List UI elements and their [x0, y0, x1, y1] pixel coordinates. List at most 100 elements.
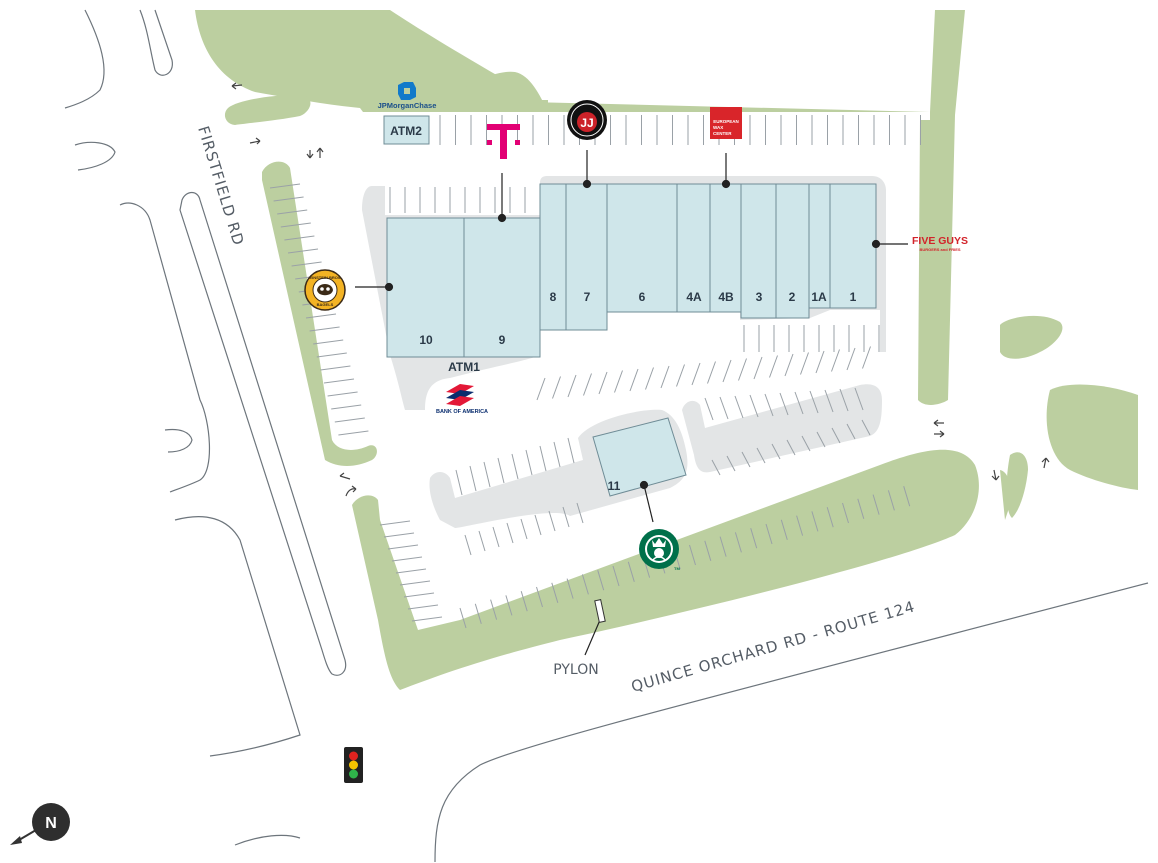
- ewc-text-3: CENTER: [713, 131, 732, 136]
- parking-stall-line: [816, 431, 826, 448]
- parking-stall-line: [831, 427, 841, 444]
- north-label: N: [45, 815, 57, 832]
- five-guys-subtext: BURGERS and FRIES: [919, 247, 960, 252]
- parking-stall-line: [824, 389, 834, 413]
- parking-stall-line: [497, 457, 505, 484]
- parking-stall-line: [704, 397, 714, 421]
- parking-stall-line: [551, 582, 559, 603]
- parking-stall-line: [536, 377, 546, 401]
- parking-stall-line: [734, 532, 742, 553]
- parking-stall-line: [627, 561, 635, 582]
- parking-stall-line: [520, 518, 528, 540]
- parking-stall-line: [614, 370, 623, 393]
- parking-stall-line: [765, 523, 773, 545]
- unit-4a: [676, 183, 711, 313]
- chase-logo-icon: [398, 82, 416, 100]
- parking-stall-line: [711, 459, 721, 476]
- buildings: [383, 115, 877, 497]
- parking-stall-line: [750, 528, 758, 549]
- unit-4b: [709, 183, 742, 313]
- parking-stall-line: [660, 365, 670, 389]
- parking-stall-line: [796, 515, 804, 536]
- parking-stall-line: [566, 578, 574, 599]
- parking-stall-line: [403, 592, 435, 598]
- unit-1a-label: 1A: [811, 290, 827, 304]
- unit-4a-label: 4A: [686, 290, 702, 304]
- parking-stall-line: [872, 494, 880, 515]
- arrow-right-icon: [934, 430, 945, 438]
- parking-stall-line: [726, 455, 736, 472]
- parking-stall-line: [734, 395, 744, 419]
- parking-stall-line: [779, 392, 789, 416]
- parking-stall-line: [291, 261, 322, 267]
- parking-stall-line: [331, 404, 362, 410]
- unit-9: [463, 217, 541, 358]
- parking-stall-line: [719, 536, 727, 557]
- parking-stall-line: [645, 367, 654, 390]
- parking-stall-line: [887, 490, 895, 511]
- parking-stall-line: [506, 522, 514, 544]
- parking-stall-line: [576, 502, 584, 524]
- unit-3-label: 3: [756, 290, 763, 304]
- road-outlines: [64, 9, 1149, 863]
- jimmy-johns-text: JJ: [580, 116, 593, 130]
- jimmy-johns-logo: JJ: [567, 100, 607, 140]
- parking-stall-line: [676, 364, 685, 387]
- parking-stall-line: [313, 339, 344, 345]
- parking-stall-line: [861, 419, 871, 436]
- parking-stall-line: [741, 451, 751, 468]
- parking-stall-line: [753, 356, 763, 380]
- parking-stall-line: [749, 394, 759, 418]
- parking-stall-line: [839, 388, 849, 412]
- parking-stall-line: [842, 502, 849, 524]
- arrow-right-icon: [249, 137, 261, 145]
- parking-stall-line: [764, 393, 774, 417]
- parking-stall-line: [719, 396, 729, 420]
- parking-stall-line: [287, 248, 319, 254]
- parking-stall-line: [534, 514, 542, 536]
- north-arrow-icon: N: [10, 803, 70, 845]
- parking-stall-line: [784, 353, 794, 377]
- parking-stall-line: [478, 530, 486, 552]
- parking-stall-line: [567, 437, 575, 464]
- parking-stall-line: [809, 390, 819, 414]
- parking-stall-line: [464, 534, 472, 556]
- landscape-areas: [195, 10, 1138, 690]
- parking-stall-line: [786, 439, 796, 456]
- parking-stall-line: [738, 358, 747, 381]
- parking-stall-line: [411, 616, 443, 622]
- unit-3: [740, 183, 777, 319]
- parking-stall-line: [854, 387, 864, 411]
- parking-stall-line: [846, 347, 856, 371]
- unit-2-label: 2: [789, 290, 796, 304]
- starbucks-logo: TM: [639, 529, 680, 571]
- ewc-text-2: WAX: [713, 125, 723, 130]
- unit-10: [386, 217, 465, 358]
- parking-stall-line: [455, 469, 463, 496]
- traffic-arrows: [231, 82, 1050, 497]
- parking-stall-line: [857, 498, 865, 519]
- parking-stall-line: [269, 183, 301, 189]
- chase-logo-text: JPMorganChase: [378, 101, 437, 110]
- parking-stall-line: [490, 599, 498, 620]
- unit-9-label: 9: [499, 333, 506, 347]
- parking-stall-line: [552, 376, 561, 399]
- unit-11-label: 11: [608, 479, 621, 493]
- five-guys-logo: FIVE GUYS BURGERS and FRIES: [912, 235, 968, 252]
- parking-stall-line: [469, 465, 477, 492]
- unit-1-label: 1: [850, 290, 857, 304]
- parking-stall-line: [520, 591, 528, 612]
- firstfield-road-label: FIRSTFIELD RD: [194, 124, 248, 248]
- parking-stall-line: [273, 196, 304, 202]
- parking-stall-line: [862, 346, 871, 369]
- einstein-bros-logo: EINSTEIN BROS BAGELS: [304, 269, 346, 311]
- unit-11: [592, 417, 687, 497]
- european-wax-center-logo: EUROPEAN WAX CENTER: [710, 107, 742, 139]
- parking-stall-line: [581, 574, 589, 595]
- parking-stall-line: [391, 556, 423, 562]
- pylon-label: PYLON: [553, 662, 598, 678]
- leader-lines: [355, 150, 908, 656]
- unit-6: [606, 183, 678, 313]
- parking-stall-line: [553, 441, 561, 468]
